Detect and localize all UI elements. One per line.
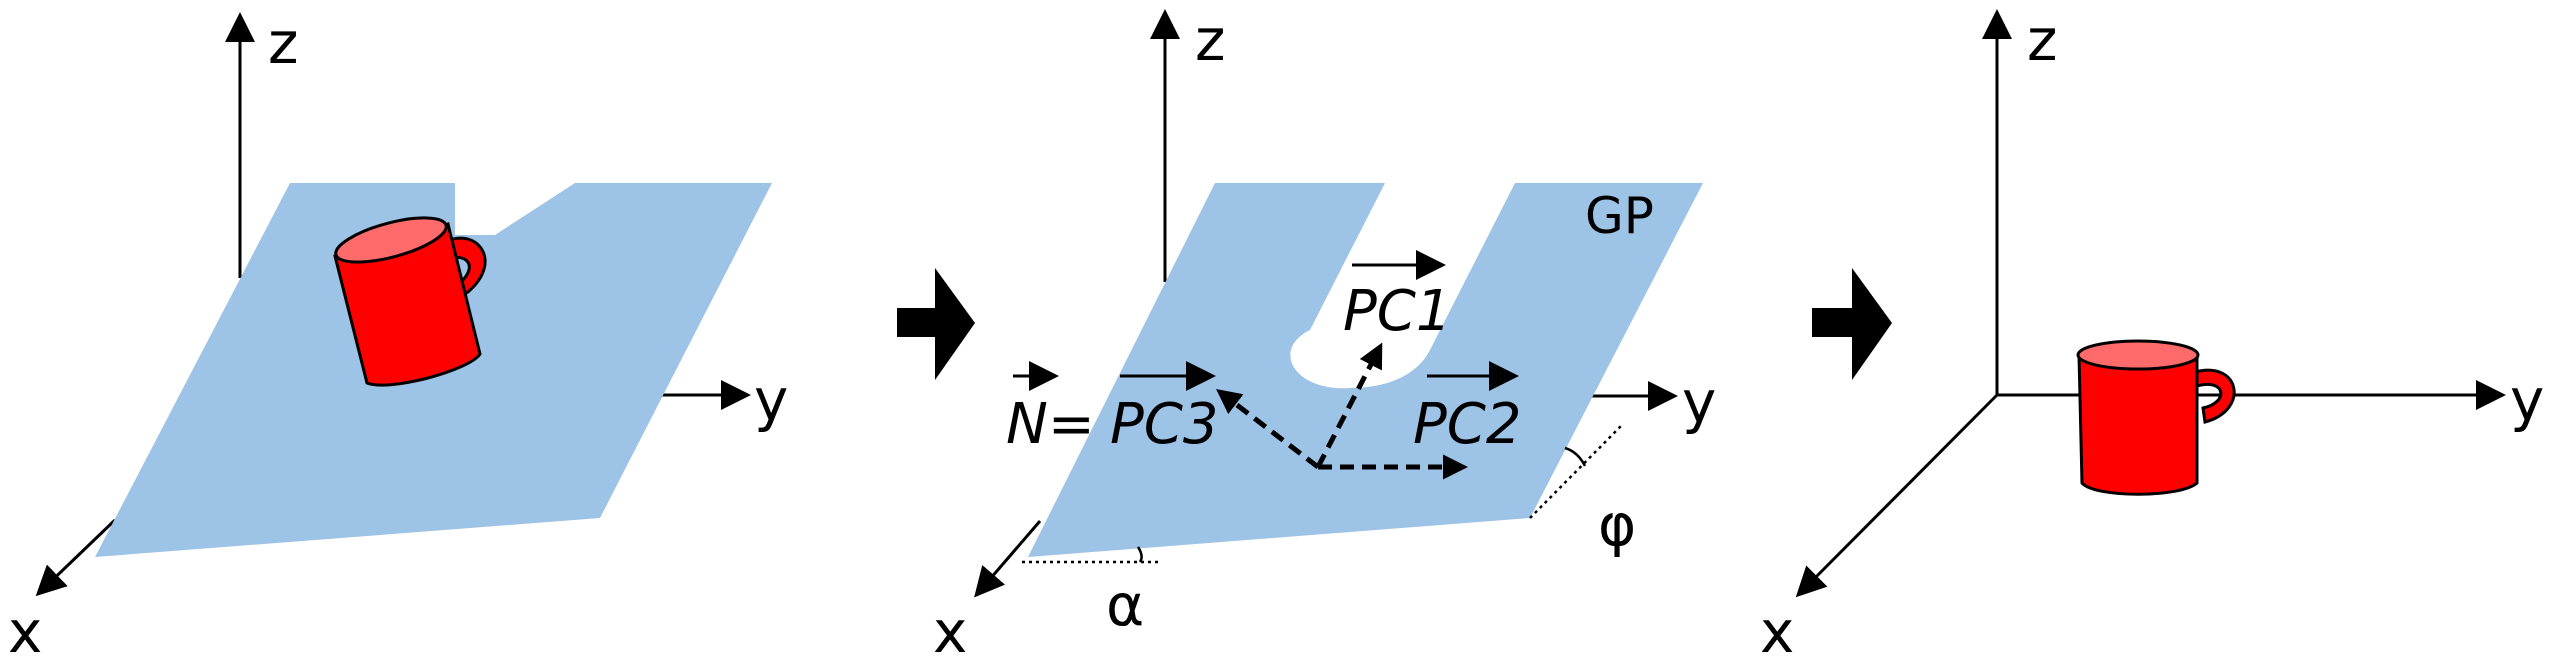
x-axis-label: x: [1760, 598, 1794, 662]
phi-reference-line: [1529, 424, 1623, 519]
pc1-vector: [1315, 342, 1383, 469]
pc3-label: PC3: [1110, 392, 1219, 457]
panel-left: z y x: [8, 9, 788, 666]
panel-right: z y x: [1760, 6, 2544, 666]
x-axis: [974, 520, 1042, 598]
mug-icon: [2076, 339, 2236, 496]
mug-icon: [333, 216, 487, 387]
z-axis-label: z: [2027, 6, 2057, 74]
phi-arc: [1564, 446, 1587, 467]
panel-middle: z y x GP PC1 PC2 PC3 N= α φ: [933, 6, 1716, 666]
alpha-label: α: [1106, 571, 1144, 639]
x-axis-label: x: [8, 598, 42, 662]
y-axis-label: y: [754, 366, 788, 434]
right-arrow-icon: [1812, 268, 1892, 380]
normal-label: N=: [1006, 392, 1095, 457]
z-axis-label: z: [1195, 6, 1225, 74]
right-arrow-icon: [897, 268, 975, 380]
y-axis-label: y: [1682, 368, 1716, 436]
alpha-arc: [1136, 546, 1143, 563]
pc2-label: PC2: [1413, 392, 1522, 457]
x-axis-label: x: [933, 598, 967, 662]
pc1-label: PC1: [1343, 279, 1452, 344]
ground-plane: [1028, 183, 1703, 557]
phi-label: φ: [1598, 491, 1636, 559]
y-axis-label: y: [2510, 366, 2544, 434]
x-axis: [35, 518, 117, 597]
plane-label: GP: [1585, 187, 1654, 245]
x-axis: [1795, 393, 1999, 598]
z-axis-label: z: [268, 9, 298, 77]
